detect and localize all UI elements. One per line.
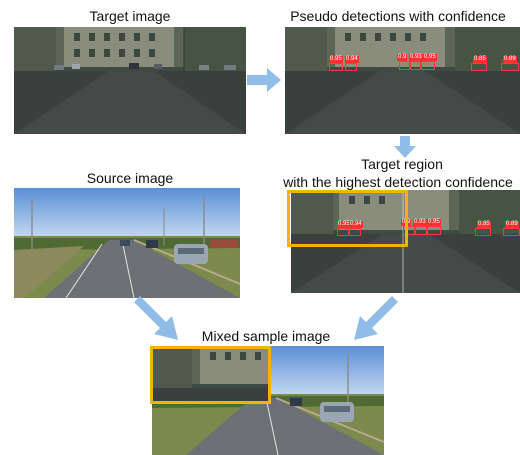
detection-confidence: 0.85 bbox=[473, 56, 487, 63]
source-image-caption: Source image bbox=[86, 170, 174, 186]
detection-box bbox=[471, 63, 487, 71]
pseudo-detections-image: 0.95 0.94 0.9 0.93 0.95 0.85 0.89 bbox=[285, 27, 520, 134]
detection-confidence: 0.94 bbox=[345, 56, 359, 63]
detection-confidence: 0.93 bbox=[409, 54, 423, 61]
detection-box bbox=[329, 63, 343, 71]
target-region-caption-line1: Target region bbox=[361, 156, 443, 172]
pseudo-detections-caption: Pseudo detections with confidence bbox=[290, 8, 506, 24]
detection-box bbox=[421, 61, 435, 70]
arrow-right-icon bbox=[247, 68, 281, 92]
detection-confidence: 0.95 bbox=[337, 221, 351, 228]
detection-box bbox=[415, 226, 427, 235]
detection-box bbox=[475, 228, 491, 236]
detection-confidence: 0.85 bbox=[477, 221, 491, 228]
target-image bbox=[14, 27, 246, 134]
detection-box bbox=[409, 61, 421, 70]
arrow-diagonal-down-right-icon bbox=[134, 296, 178, 340]
detection-confidence: 0.95 bbox=[423, 54, 437, 61]
detection-box bbox=[337, 228, 349, 236]
detection-box bbox=[345, 63, 357, 71]
detection-box bbox=[427, 226, 441, 235]
mixed-sample-caption: Mixed sample image bbox=[201, 328, 331, 344]
detection-confidence: 0.89 bbox=[503, 56, 517, 63]
detection-confidence: 0.93 bbox=[413, 219, 427, 226]
target-image-caption: Target image bbox=[89, 8, 171, 24]
detection-box bbox=[399, 61, 411, 70]
source-image bbox=[14, 188, 240, 298]
detection-box bbox=[503, 228, 520, 236]
detection-confidence: 0.95 bbox=[329, 56, 343, 63]
arrow-down-icon bbox=[394, 136, 416, 158]
arrow-diagonal-down-left-icon bbox=[354, 296, 398, 340]
detection-box bbox=[403, 226, 415, 235]
detection-confidence: 0.95 bbox=[427, 219, 441, 226]
detection-box bbox=[501, 63, 519, 71]
pasted-region-highlight bbox=[150, 346, 271, 404]
target-region-caption-line2: with the highest detection confidence bbox=[283, 174, 513, 190]
detection-confidence: 0.9 bbox=[397, 54, 408, 61]
highest-confidence-region-highlight bbox=[287, 190, 408, 247]
detection-box bbox=[349, 228, 361, 236]
detection-confidence: 0.94 bbox=[349, 221, 363, 228]
detection-confidence: 0.89 bbox=[505, 221, 519, 228]
